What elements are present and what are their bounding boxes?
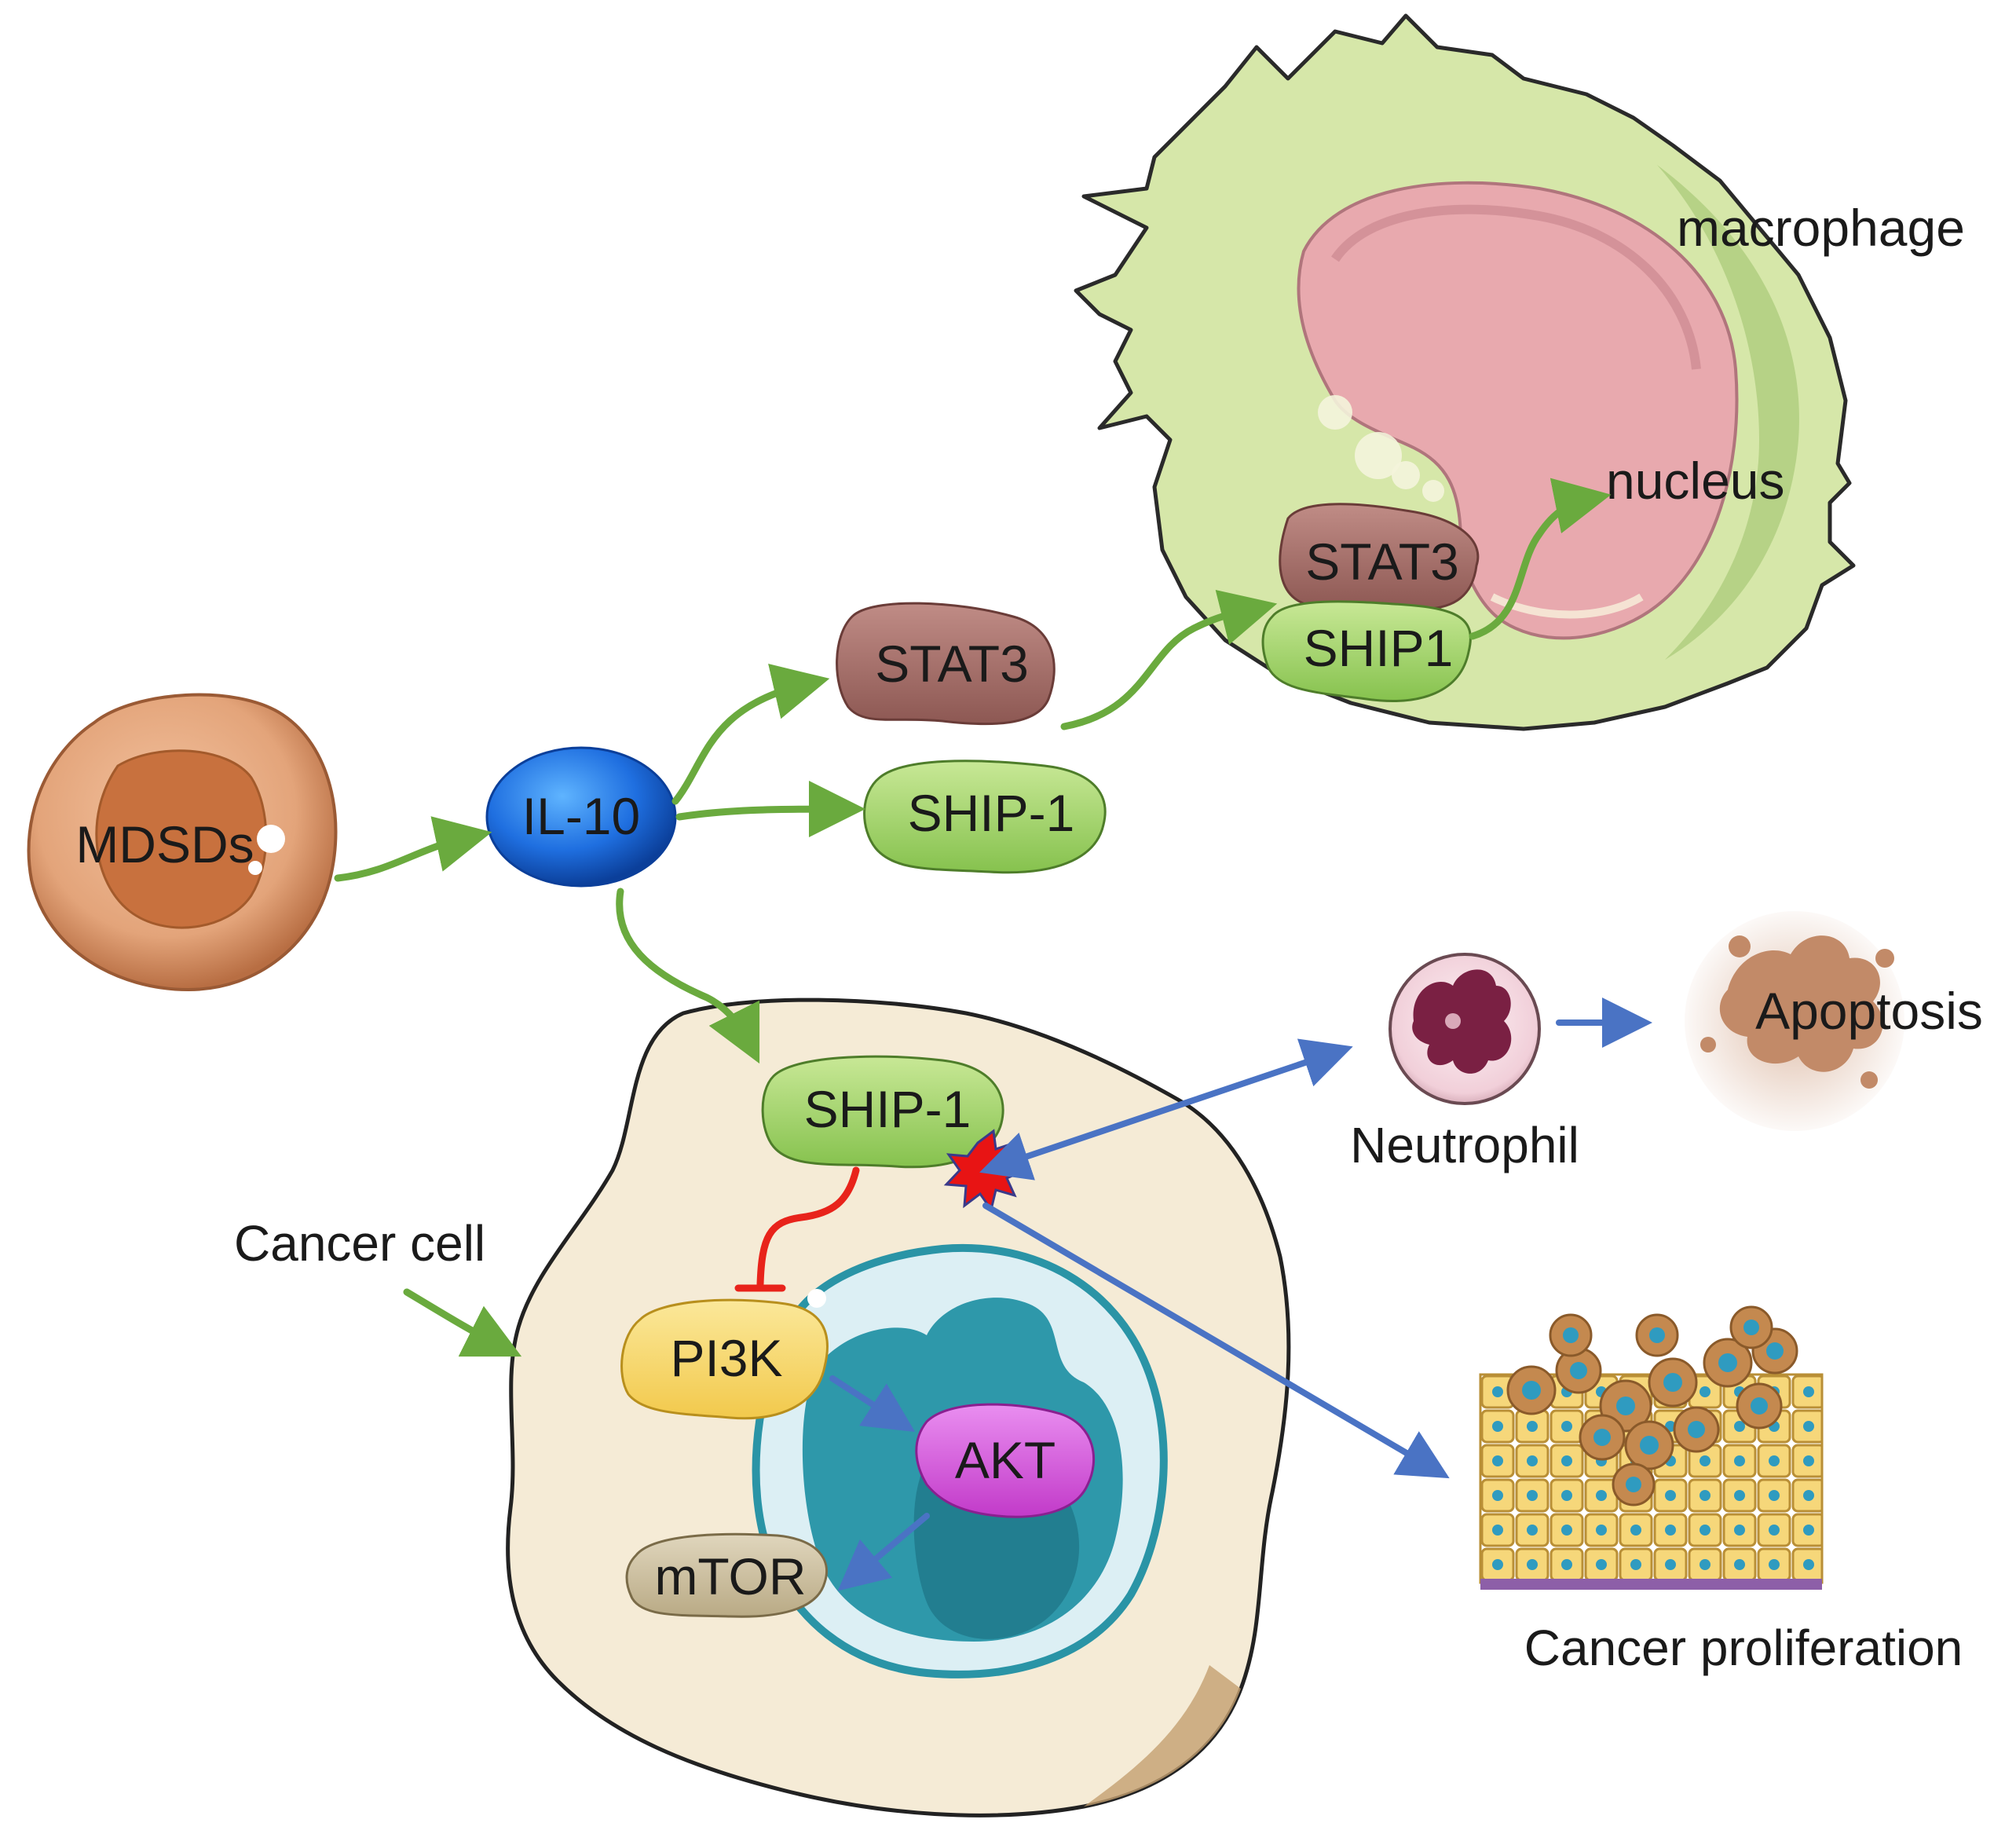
cancer-cell-label: Cancer cell [234,1215,485,1272]
arrow-to-macrophage [1060,589,1278,730]
arrow-akt-to-mtor [837,1513,930,1591]
cancer-ship1-label: SHIP-1 [804,1080,971,1138]
arrow-pi3k-to-akt [829,1375,916,1433]
macrophage-label: macrophage [1677,199,1965,257]
cancer-proliferation-label: Cancer proliferation [1524,1620,1963,1676]
arrow-cancer-cell-label [403,1288,522,1357]
pi3k-label: PI3K [670,1329,782,1387]
stat3-label: STAT3 [875,635,1029,693]
ship1-label: SHIP-1 [908,784,1075,842]
arrow-il10-to-cancer-cell [616,888,760,1064]
il10-molecule: IL-10 [485,746,677,888]
macrophage-ship1: SHIP1 [1261,600,1472,702]
arrow-il10-to-ship1 [675,781,865,838]
mtor-label: mTOR [654,1547,806,1605]
apoptosis-icon [1685,911,1904,1131]
macrophage-stat3-label: STAT3 [1305,533,1459,591]
inhibition-ship1-to-pi3k [734,1166,860,1292]
arrow-il10-to-stat3 [671,664,830,805]
arrow-ship1-neutrophil [979,1038,1353,1181]
mdsc-cell: MDSDs [27,693,338,992]
cancer-tissue-icon [1479,1305,1824,1590]
pi3k-molecule: PI3K [620,1289,829,1420]
neutrophil-cell [1389,953,1541,1105]
akt-label: AKT [955,1431,1056,1489]
akt-molecule: AKT [915,1403,1096,1518]
nucleus-label: nucleus [1606,452,1785,510]
il10-label: IL-10 [522,787,640,845]
mdsds-label: MDSDs [75,815,254,873]
mtor-molecule: mTOR [625,1532,828,1618]
arrow-mdsc-to-il10 [334,816,492,882]
macrophage-ship1-label: SHIP1 [1304,619,1454,677]
cancer-ship1: SHIP-1 [761,1055,1004,1169]
apoptosis-label: Apoptosis [1755,982,1983,1040]
arrow-ship1-to-nucleus [1469,478,1612,640]
arrow-ship1-to-proliferation [982,1203,1450,1479]
ship1-molecule: SHIP-1 [863,760,1107,874]
macrophage-stat3: STAT3 [1279,503,1480,611]
neutrophil-label: Neutrophil [1350,1117,1579,1173]
stat3-molecule: STAT3 [836,602,1056,726]
